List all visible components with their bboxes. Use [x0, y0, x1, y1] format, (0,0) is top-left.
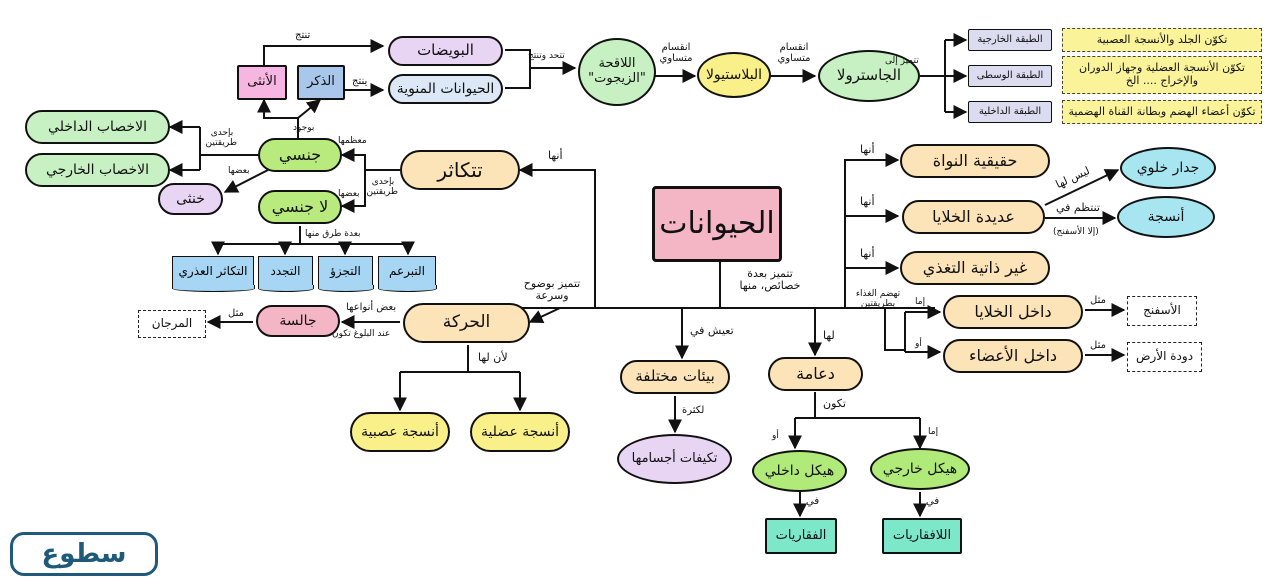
vertebrates-node: الفقاريات	[765, 518, 837, 554]
label-lives-in: تعيش في	[690, 324, 734, 337]
heterotrophic-node: غير ذاتية التغذي	[900, 251, 1050, 285]
label-differentiates: تتميز إلى	[885, 56, 919, 66]
inner-layer-node: الطبقة الداخلية	[968, 101, 1052, 123]
label-either2: إما	[928, 427, 939, 437]
movement-node: الحركة	[403, 303, 530, 343]
fragmentation-node: التجزؤ	[317, 256, 374, 292]
label-mitosis2: انقسام متساوي	[777, 42, 811, 64]
label-they-multi: أنها	[860, 195, 875, 208]
intracellular-node: داخل الخلايا	[943, 295, 1083, 329]
gastrula-node: الجاسترولا	[818, 50, 920, 102]
cell-wall-node: جدار خلوي	[1120, 147, 1216, 189]
sponge-node: الأسفنج	[1127, 296, 1197, 326]
label-because: لأن لها	[478, 351, 508, 364]
label-or2: أو	[772, 431, 779, 441]
label-they-rep: أنها	[548, 149, 563, 162]
female-node: الأنثى	[237, 65, 287, 100]
hermaphrodite-node: خنثى	[158, 183, 223, 215]
label-several-ways: بعدة طرق منها	[305, 229, 361, 239]
sessile-node: جالسة	[256, 305, 340, 337]
eggs-node: البويضات	[388, 36, 503, 66]
male-node: الذكر	[297, 65, 345, 100]
tissues-node: أنسجة	[1117, 196, 1215, 238]
asexual-node: لا جنسي	[258, 190, 342, 224]
adaptations-node: تكيفات أجسامها	[617, 434, 732, 484]
label-organized: تنتظم في	[1056, 201, 1100, 214]
label-forms: تكون	[823, 397, 846, 410]
multicellular-node: عديدة الخلايا	[902, 200, 1045, 234]
label-or: أو	[915, 339, 922, 349]
middle-layer-node: الطبقة الوسطى	[968, 65, 1052, 87]
middle-desc: تكوّن الأنسجة العضلية وجهاز الدوران والإ…	[1062, 56, 1262, 94]
label-has: لها	[823, 329, 835, 342]
label-either: إما	[915, 297, 926, 307]
eukaryotic-node: حقيقية النواة	[900, 144, 1050, 178]
budding-node: التبرعم	[377, 256, 437, 292]
label-example-worm: مثل	[1090, 340, 1106, 351]
external-fert-node: الاخصاب الخارجي	[25, 153, 170, 187]
sperm-node: الحيوانات المنوية	[388, 74, 503, 104]
label-they-het: أنها	[860, 247, 875, 260]
in-organs-node: داخل الأعضاء	[943, 339, 1083, 373]
nerve-tissue-node: أنسجة عصبية	[350, 412, 450, 452]
regeneration-node: التجدد	[257, 256, 314, 292]
outer-desc: تكوّن الجلد والأنسجة العصبية	[1062, 28, 1262, 52]
exoskeleton-node: هيكل خارجي	[870, 448, 970, 490]
zygote-node: اللاقحة "الزيجوت"	[578, 38, 656, 106]
label-example-coral: مثل	[228, 308, 244, 319]
label-example-sponge: مثل	[1090, 295, 1106, 306]
label-some-types: بعض أنواعها	[346, 302, 397, 313]
label-presence: بوجود	[293, 123, 315, 133]
label-unite: تتحد وتنتج	[528, 51, 565, 61]
inner-desc: تكوّن أعضاء الهضم وبطانة القناة الهضمية	[1062, 100, 1262, 124]
label-most: معظمها	[338, 136, 367, 146]
blastula-node: البلاستيولا	[697, 52, 771, 98]
invertebrates-node: اللافقاريات	[882, 518, 962, 554]
label-some2: بعضها	[338, 189, 360, 199]
sexual-node: جنسي	[258, 138, 342, 172]
label-distinguished: تتميز بعدة خصائص، منها	[739, 267, 801, 293]
main-node: الحيوانات	[652, 186, 782, 262]
reproduction-node: تتكاثر	[400, 150, 520, 190]
label-mitosis1: انقسام متساوي	[659, 42, 693, 64]
environments-node: بيئات مختلفة	[620, 360, 730, 394]
endoskeleton-node: هيكل داخلي	[752, 450, 847, 492]
label-except-sponge: (إلا الأسفنج)	[1053, 227, 1099, 237]
internal-fert-node: الاخصاب الداخلي	[25, 110, 170, 144]
parthenogenesis-node: التكاثر العذري	[171, 256, 255, 292]
label-produces-f: تنتج	[295, 30, 311, 41]
label-at-maturity: عند البلوغ تكون	[332, 329, 391, 339]
muscle-tissue-node: أنسجة عضلية	[470, 412, 570, 452]
label-digest: تهضم الغذاء بطريقتين	[855, 289, 901, 309]
site-logo[interactable]: سطوع	[10, 532, 158, 576]
outer-layer-node: الطبقة الخارجية	[968, 29, 1052, 51]
label-some: بعضها	[228, 166, 250, 176]
label-many: لكثرة	[682, 405, 705, 416]
label-produces-m: ينتج	[352, 76, 368, 87]
label-two-ways-rep: بإحدى طريقتين	[366, 177, 398, 197]
label-moves-clearly: تتميز بوضوح وسرعة	[523, 277, 581, 303]
coral-node: المرجان	[138, 310, 206, 338]
label-they-euk: أنها	[860, 143, 875, 156]
label-in2: في	[806, 496, 820, 507]
label-in1: في	[926, 496, 940, 507]
support-node: دعامة	[768, 357, 863, 391]
earthworm-node: دودة الأرض	[1127, 342, 1202, 372]
label-two-ways-sex: بإحدى طريقتين	[205, 128, 237, 148]
